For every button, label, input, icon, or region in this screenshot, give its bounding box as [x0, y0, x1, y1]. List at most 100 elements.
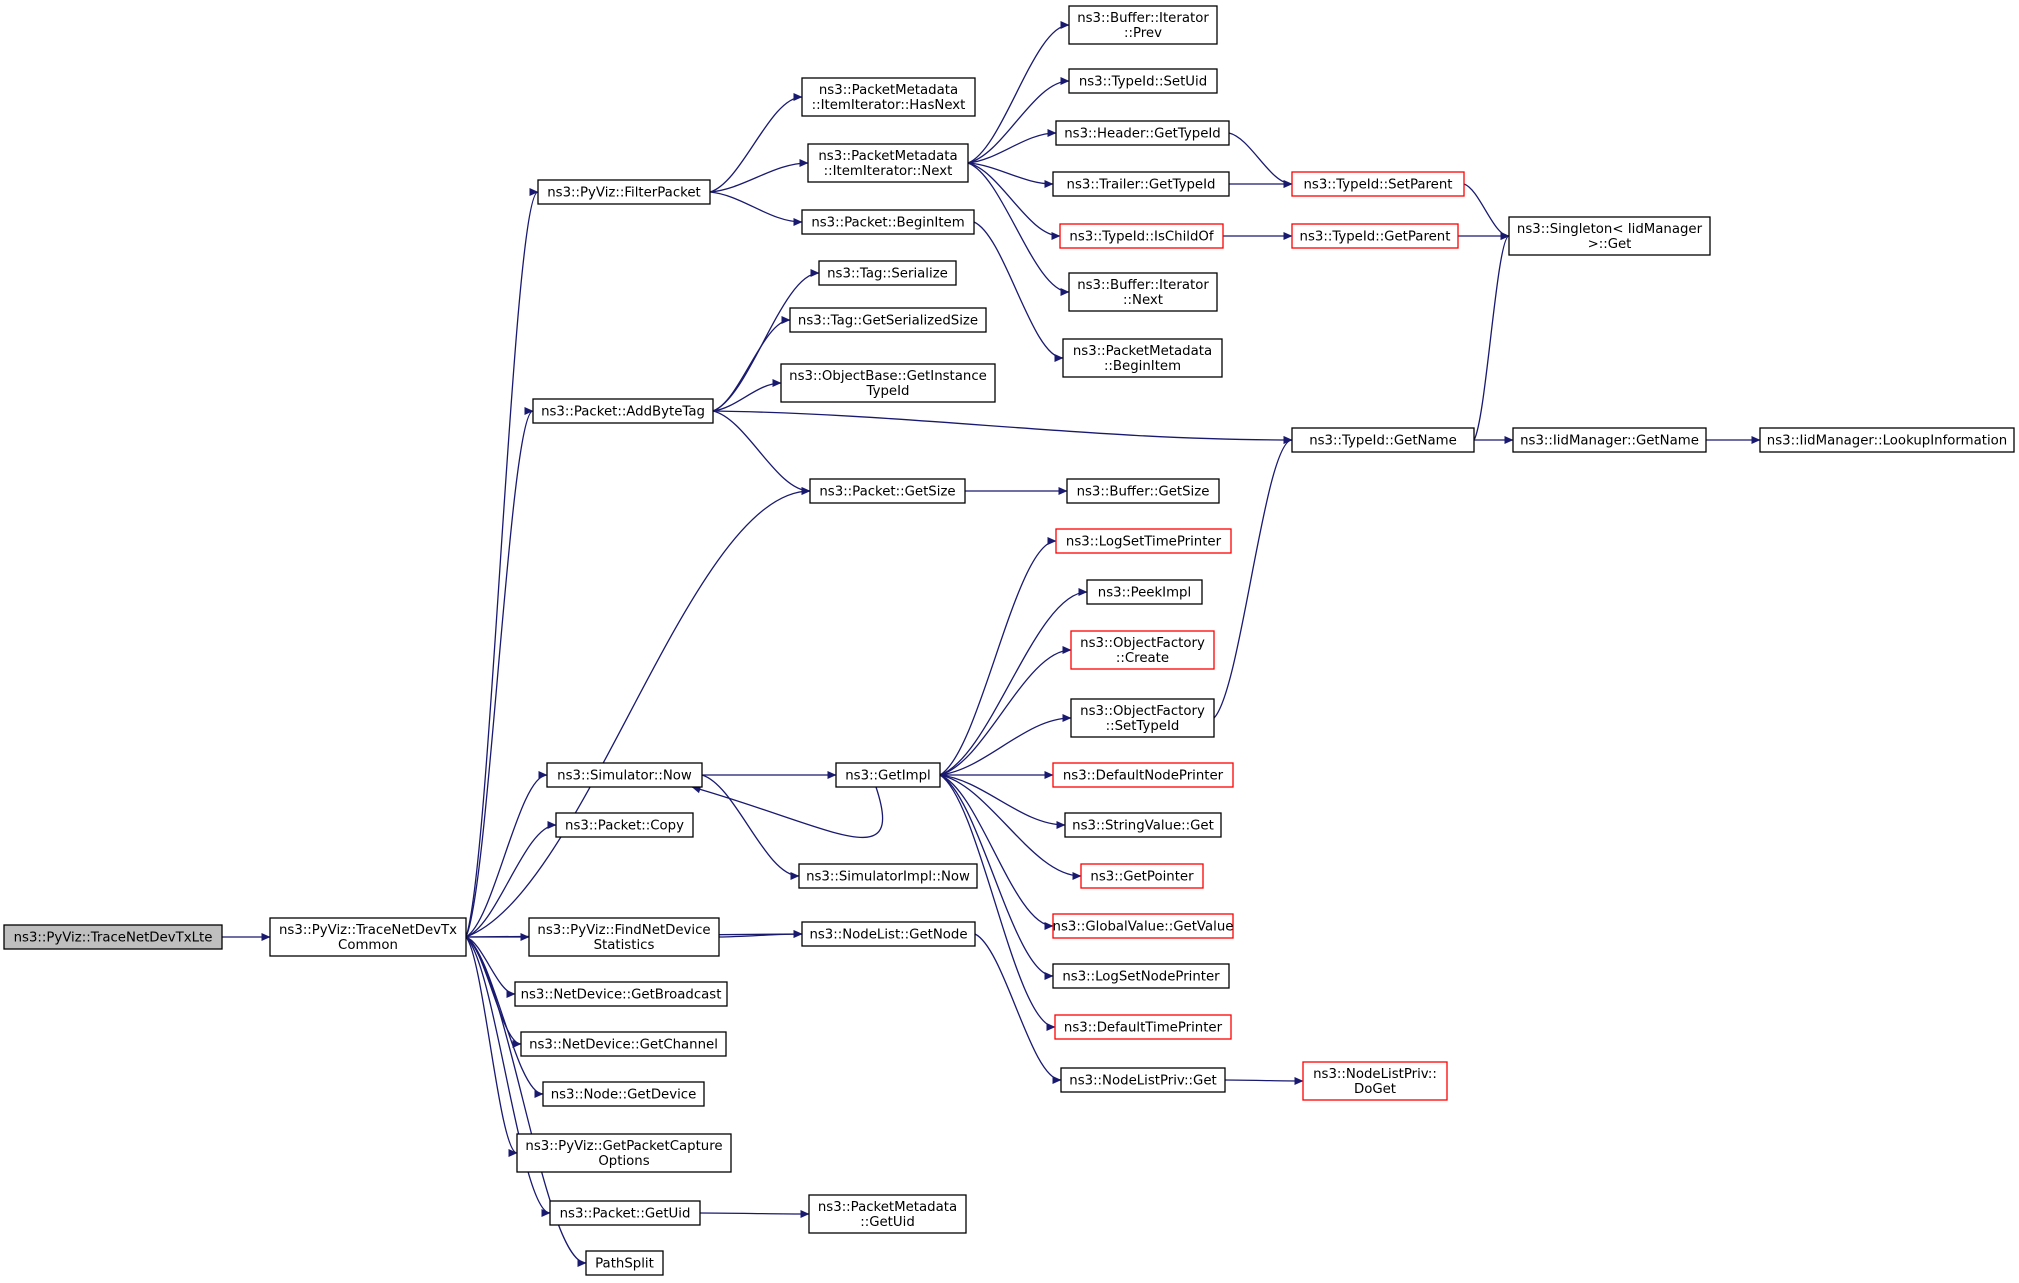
- node-label: ns3::LogSetTimePrinter: [1066, 535, 1222, 550]
- node-trailer-gettypeid[interactable]: ns3::Trailer::GetTypeId: [1052, 171, 1230, 197]
- node-tag-getserializedsize[interactable]: ns3::Tag::GetSerializedSize: [789, 307, 987, 333]
- edge-getimpl-to-objectfactory-settypeid: [939, 713, 1072, 776]
- node-packet-getuid[interactable]: ns3::Packet::GetUid: [549, 1200, 701, 1226]
- node-nodelistpriv-get[interactable]: ns3::NodeListPriv::Get: [1060, 1067, 1226, 1093]
- node-header-gettypeid[interactable]: ns3::Header::GetTypeId: [1055, 120, 1230, 146]
- edge-tracenetdevtxcommon-to-getpacketcaptureoptions: [465, 936, 518, 1157]
- edge-tracenetdevtxcommon-to-packet-copy: [465, 820, 557, 938]
- node-objectfactory-create[interactable]: ns3::ObjectFactory::Create: [1070, 630, 1215, 670]
- node-label: ns3::TypeId::SetParent: [1303, 178, 1452, 193]
- node-itemiterator-hasnext[interactable]: ns3::PacketMetadata::ItemIterator::HasNe…: [801, 77, 976, 117]
- node-filterpacket[interactable]: ns3::PyViz::FilterPacket: [537, 179, 711, 205]
- node-singleton-get[interactable]: ns3::Singleton< IidManager>::Get: [1508, 216, 1711, 256]
- node-label: ns3::StringValue::Get: [1072, 819, 1214, 834]
- node-box: [555, 812, 694, 838]
- node-label: ns3::PyViz::FilterPacket: [547, 186, 701, 201]
- node-iidmanager-lookupinformation[interactable]: ns3::IidManager::LookupInformation: [1759, 427, 2015, 453]
- node-label: ns3::ObjectFactory: [1080, 704, 1205, 719]
- edge-objectfactory-settypeid-to-typeid-getname: [1213, 436, 1293, 719]
- node-defaulttimeprinter[interactable]: ns3::DefaultTimePrinter: [1054, 1014, 1232, 1040]
- node-objectfactory-settypeid[interactable]: ns3::ObjectFactory::SetTypeId: [1070, 698, 1215, 738]
- node-label: ns3::NodeListPriv::Get: [1069, 1074, 1216, 1089]
- edge-getimpl-to-objectfactory-create: [939, 645, 1072, 776]
- node-label: ns3::PyViz::TraceNetDevTxLte: [14, 931, 213, 946]
- node-simulatorimpl-now[interactable]: ns3::SimulatorImpl::Now: [798, 863, 978, 889]
- edge-tracenetdevtxcommon-to-simulator-now: [465, 770, 548, 938]
- node-packet-copy[interactable]: ns3::Packet::Copy: [555, 812, 694, 838]
- node-label: ns3::Simulator::Now: [557, 769, 692, 784]
- edge-filterpacket-to-itemiterator-hasnext: [709, 92, 803, 193]
- node-box: [1291, 171, 1465, 197]
- node-logsettimeprinter[interactable]: ns3::LogSetTimePrinter: [1055, 528, 1232, 554]
- edge-getimpl-to-stringvalue-get: [939, 774, 1066, 830]
- edge-getimpl-to-logsettimeprinter: [939, 536, 1057, 776]
- node-packetmetadata-getuid[interactable]: ns3::PacketMetadata::GetUid: [808, 1194, 967, 1234]
- node-nodelistpriv-doget[interactable]: ns3::NodeListPriv::DoGet: [1302, 1061, 1448, 1101]
- node-simulator-now[interactable]: ns3::Simulator::Now: [546, 762, 703, 788]
- node-nodelist-getnode[interactable]: ns3::NodeList::GetNode: [801, 921, 976, 947]
- node-label: ::GetUid: [860, 1215, 915, 1230]
- node-pathsplit[interactable]: PathSplit: [585, 1250, 664, 1276]
- node-box: [269, 917, 467, 957]
- node-iidmanager-getname[interactable]: ns3::IidManager::GetName: [1512, 427, 1707, 453]
- node-typeid-setuid[interactable]: ns3::TypeId::SetUid: [1068, 68, 1218, 94]
- node-buffer-iterator-next[interactable]: ns3::Buffer::Iterator::Next: [1068, 272, 1218, 312]
- node-box: [1059, 223, 1224, 249]
- edge-getimpl-to-globalvalue-getvalue: [939, 774, 1054, 931]
- node-label: ::BeginItem: [1104, 359, 1181, 374]
- edge-itemiterator-next-to-header-gettypeid: [967, 128, 1057, 164]
- node-label: >::Get: [1588, 237, 1632, 252]
- node-label: ns3::DefaultTimePrinter: [1064, 1021, 1223, 1036]
- node-getimpl[interactable]: ns3::GetImpl: [835, 762, 941, 788]
- node-peekimpl[interactable]: ns3::PeekImpl: [1086, 579, 1203, 605]
- node-typeid-getparent[interactable]: ns3::TypeId::GetParent: [1291, 223, 1459, 249]
- node-label: ns3::PyViz::TraceNetDevTx: [279, 923, 457, 938]
- node-label: ns3::NodeList::GetNode: [809, 928, 967, 943]
- node-netdevice-getchannel[interactable]: ns3::NetDevice::GetChannel: [520, 1031, 727, 1057]
- node-label: ns3::TypeId::IsChildOf: [1069, 230, 1213, 245]
- node-box: [1086, 579, 1203, 605]
- node-addbytetag[interactable]: ns3::Packet::AddByteTag: [532, 398, 714, 424]
- node-typeid-getname[interactable]: ns3::TypeId::GetName: [1291, 427, 1475, 453]
- node-node-getdevice[interactable]: ns3::Node::GetDevice: [542, 1081, 705, 1107]
- node-buffer-iterator-prev[interactable]: ns3::Buffer::Iterator::Prev: [1068, 5, 1218, 45]
- node-tag-serialize[interactable]: ns3::Tag::Serialize: [818, 260, 957, 286]
- edge-tracenetdevtxcommon-to-filterpacket: [465, 188, 539, 938]
- node-label: ns3::Packet::GetSize: [819, 485, 955, 500]
- edge-tracenetdevtxcommon-to-pathsplit: [465, 936, 587, 1267]
- node-label: ::Prev: [1124, 26, 1162, 41]
- node-label: ns3::NodeListPriv::: [1313, 1067, 1437, 1082]
- node-globalvalue-getvalue[interactable]: ns3::GlobalValue::GetValue: [1052, 913, 1234, 939]
- node-box: [1068, 5, 1218, 45]
- edge-getimpl-to-peekimpl: [939, 587, 1088, 776]
- node-buffer-getsize[interactable]: ns3::Buffer::GetSize: [1066, 478, 1220, 504]
- node-typeid-ischildof[interactable]: ns3::TypeId::IsChildOf: [1059, 223, 1224, 249]
- node-packet-beginitem[interactable]: ns3::Packet::BeginItem: [801, 209, 975, 235]
- node-getpointer[interactable]: ns3::GetPointer: [1080, 863, 1204, 889]
- node-defaultnodeprinter[interactable]: ns3::DefaultNodePrinter: [1052, 762, 1234, 788]
- node-box: [532, 398, 714, 424]
- node-box: [789, 307, 987, 333]
- node-label: ns3::Packet::GetUid: [560, 1207, 691, 1222]
- node-stringvalue-get[interactable]: ns3::StringValue::Get: [1064, 812, 1222, 838]
- node-label: ns3::Packet::BeginItem: [811, 216, 964, 231]
- edge-tracenetdevtxcommon-to-packet-getsize: [465, 486, 811, 938]
- node-logsetnodeprinter[interactable]: ns3::LogSetNodePrinter: [1052, 963, 1230, 989]
- edge-addbytetag-to-tag-getserializedsize: [712, 315, 791, 412]
- node-label: ns3::PyViz::FindNetDevice: [537, 923, 710, 938]
- node-packetmetadata-beginitem[interactable]: ns3::PacketMetadata::BeginItem: [1062, 338, 1223, 378]
- node-typeid-setparent[interactable]: ns3::TypeId::SetParent: [1291, 171, 1465, 197]
- node-label: ::ItemIterator::Next: [824, 164, 953, 179]
- edge-getimpl-to-defaulttimeprinter: [939, 774, 1056, 1032]
- node-netdevice-getbroadcast[interactable]: ns3::NetDevice::GetBroadcast: [514, 981, 728, 1007]
- node-packet-getsize[interactable]: ns3::Packet::GetSize: [809, 478, 966, 504]
- node-label: ns3::PacketMetadata: [1073, 344, 1212, 359]
- node-label: ns3::PacketMetadata: [819, 83, 958, 98]
- node-itemiterator-next[interactable]: ns3::PacketMetadata::ItemIterator::Next: [807, 143, 969, 183]
- node-label: TypeId: [866, 384, 910, 399]
